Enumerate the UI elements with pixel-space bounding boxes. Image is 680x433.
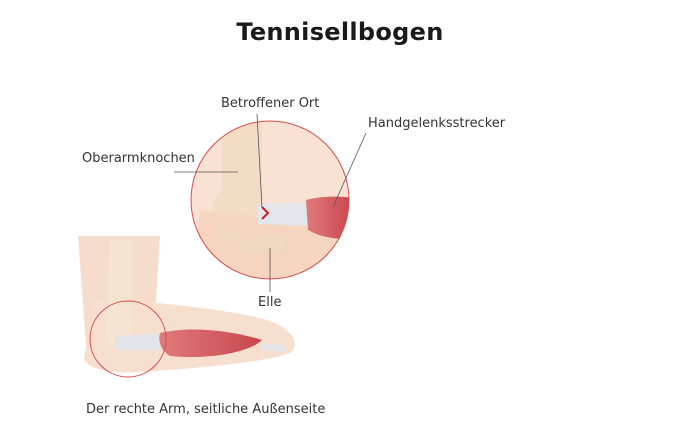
full-arm-drawing <box>78 236 295 378</box>
ulna-bone <box>220 218 286 253</box>
label-affected-site: Betroffener Ort <box>221 96 320 111</box>
arm-tendon <box>115 333 168 350</box>
leader-wrist-extensor <box>332 132 367 208</box>
label-wrist-extensor: Handgelenksstrecker <box>368 116 506 131</box>
zoom-muscle <box>306 196 349 239</box>
caption: Der rechte Arm, seitliche Außenseite <box>86 402 326 417</box>
label-humerus: Oberarmknochen <box>82 151 195 166</box>
diagram-title: Tennisellbogen <box>236 18 444 46</box>
arm-bone <box>106 240 133 348</box>
zoom-tendon <box>258 202 312 226</box>
forearm-muscle <box>159 329 262 358</box>
leader-lines <box>174 113 367 292</box>
elbow-highlight-circle <box>89 300 167 378</box>
leader-affected-site <box>256 113 263 209</box>
humerus-bone <box>212 121 264 218</box>
label-ulna: Elle <box>258 295 282 310</box>
zoom-circle-group <box>190 120 350 280</box>
pain-mark <box>261 206 270 220</box>
